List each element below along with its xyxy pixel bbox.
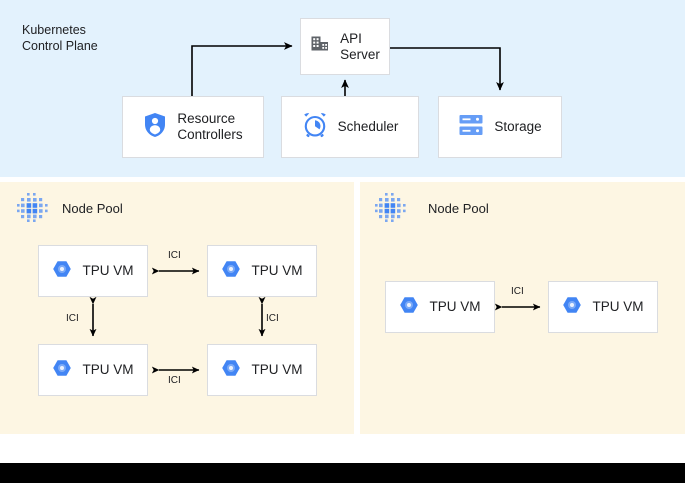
ici-link-label: ICI: [511, 286, 524, 297]
tpu-hexagon-icon: [221, 358, 241, 383]
shield-person-icon: [143, 112, 167, 143]
tpu-hexagon-icon: [52, 358, 72, 383]
ici-link-label: ICI: [266, 313, 279, 324]
resource-controllers-label: Resource Controllers: [177, 111, 243, 142]
resource-controllers-node[interactable]: Resource Controllers: [122, 96, 264, 158]
server-rack-icon: [458, 113, 484, 142]
api-server-label: API Server: [340, 30, 380, 62]
scheduler-node[interactable]: Scheduler: [281, 96, 419, 158]
tpu-hexagon-icon: [399, 295, 419, 320]
tpu-hexagon-icon: [52, 259, 72, 284]
tpu-hexagon-icon: [562, 295, 582, 320]
tpu-vm-node[interactable]: TPU VM: [207, 245, 317, 297]
storage-node[interactable]: Storage: [438, 96, 562, 158]
tpu-vm-label: TPU VM: [592, 299, 644, 314]
alarm-clock-icon: [302, 112, 328, 143]
ici-link-label: ICI: [66, 313, 79, 324]
node-pool-left-title: Node Pool: [62, 201, 123, 216]
tpu-vm-label: TPU VM: [82, 263, 134, 278]
tpu-vm-label: TPU VM: [251, 263, 303, 278]
node-pool-right-title: Node Pool: [428, 201, 489, 216]
dot-grid-icon: [16, 192, 50, 227]
dot-grid-icon: [374, 192, 408, 227]
tpu-vm-node[interactable]: TPU VM: [38, 344, 148, 396]
scheduler-label: Scheduler: [337, 119, 399, 134]
tpu-hexagon-icon: [221, 259, 241, 284]
tpu-vm-node[interactable]: TPU VM: [385, 281, 495, 333]
storage-label: Storage: [494, 119, 542, 134]
api-server-node[interactable]: API Server: [300, 18, 390, 75]
tpu-vm-node[interactable]: TPU VM: [38, 245, 148, 297]
tpu-vm-node[interactable]: TPU VM: [207, 344, 317, 396]
building-icon: [310, 34, 330, 59]
ici-link-label: ICI: [168, 375, 181, 386]
control-plane-title: Kubernetes Control Plane: [22, 23, 98, 53]
tpu-vm-node[interactable]: TPU VM: [548, 281, 658, 333]
tpu-vm-label: TPU VM: [429, 299, 481, 314]
tpu-vm-label: TPU VM: [82, 362, 134, 377]
ici-link-label: ICI: [168, 250, 181, 261]
bottom-black-bar: [0, 463, 685, 483]
node-pool-left-panel: [0, 182, 354, 434]
tpu-vm-label: TPU VM: [251, 362, 303, 377]
